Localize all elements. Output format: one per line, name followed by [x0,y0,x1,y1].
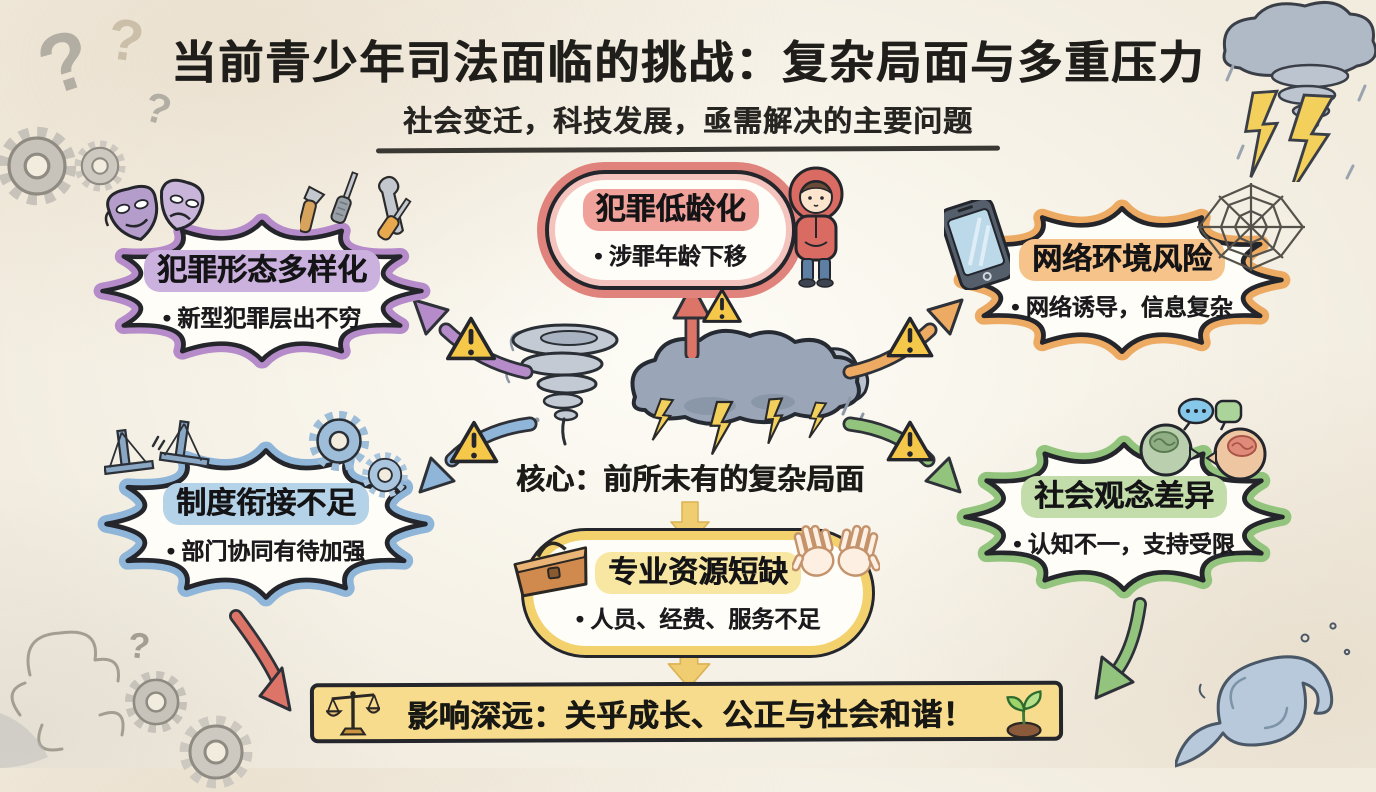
subtitle-underline [375,145,1001,154]
node-crime-younger: 犯罪低龄化 • 涉罪年龄下移 [545,170,796,290]
storm-cloud-icon [1222,0,1376,182]
arrow-curved-red [229,609,292,712]
node-bullet: • 部门协同有待加强 [166,537,366,564]
node-title: 社会观念差异 [1021,475,1227,518]
balance-scale-icon [325,691,381,736]
core-label: 核心：前所未有的复杂局面 [515,464,864,496]
node-crime-forms: 犯罪形态多样化 • 新型犯罪层出不穷 [92,212,432,370]
hooded-teen-icon [788,166,844,288]
node-title: 犯罪形态多样化 [144,249,380,292]
node-bullet: • 涉罪年龄下移 [594,243,747,269]
node-system-gap: 制度衔接不足 • 部门协同有待加强 [96,440,436,608]
spider-web-icon [1197,183,1305,271]
warning-triangle-icon [886,316,934,358]
banner-text: 影响深远：关乎成长、公正与社会和谐！ [406,696,975,734]
node-title: 犯罪低龄化 [582,189,759,231]
warning-triangle-icon [702,288,742,323]
warning-triangle-icon [445,316,496,361]
gear-icon [176,712,256,792]
page-title: 当前青少年司法面临的挑战：复杂局面与多重压力 [170,37,1205,88]
smoke-swirl-icon [0,630,125,768]
node-social-views: 社会观念差异 • 认知不一，支持受限 [955,434,1293,600]
warning-triangle-icon [449,420,499,464]
node-title: 网络环境风险 [1019,238,1225,281]
question-mark-icon: ? [125,623,153,668]
broken-bridge-icon [104,420,210,476]
page-subtitle: 社会变迁，科技发展，亟需解决的主要问题 [402,106,973,138]
impact-banner: 影响深远：关乎成长、公正与社会和谐！ [309,680,1064,744]
talking-heads-icon [1139,397,1267,481]
arrow-up-red [672,282,712,358]
theater-masks-icon [104,178,205,242]
arrow-curved-green [1094,597,1147,700]
node-title: 专业资源短缺 [595,552,801,594]
gears-icon [360,450,410,500]
open-hands-icon [792,524,880,577]
node-bullet: • 认知不一，支持受限 [1013,530,1235,557]
node-title: 制度衔接不足 [163,482,369,525]
warning-triangle-icon [886,420,934,462]
tools-icon [300,171,412,241]
smartphone-icon [944,200,1010,290]
toolbox-icon [513,541,588,598]
wave-icon [1175,622,1351,768]
node-bullet: • 新型犯罪层出不穷 [162,304,362,331]
node-bullet: • 人员、经费、服务不足 [575,606,821,632]
node-cyber-risk: 网络环境风险 • 网络诱导，信息复杂 [952,198,1292,362]
node-bullet: • 网络诱导，信息复杂 [1011,293,1233,320]
sprout-icon [1006,690,1042,738]
